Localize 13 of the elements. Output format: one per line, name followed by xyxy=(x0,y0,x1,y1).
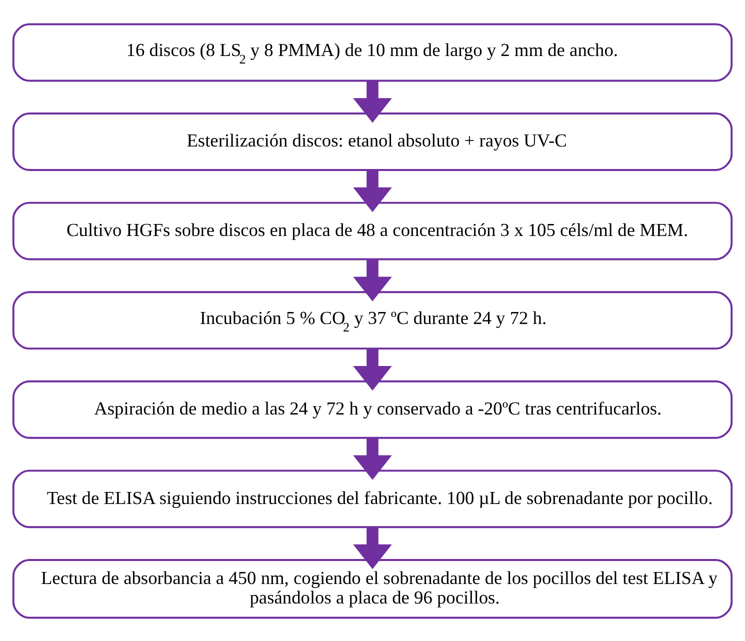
arrow xyxy=(353,437,392,480)
node-box: Incubación 5 % CO$_{2}$ y 37 ºC durante 24 y 72 h. xyxy=(12,290,733,350)
arrow xyxy=(353,80,392,122)
node-box: 16 discos (8 LS$_{2}$ y 8 PMMA) de 10 mm de largo y 2 mm de ancho. xyxy=(12,22,733,82)
arrow xyxy=(353,170,392,212)
node-box: Cultivo HGFs sobre discos en placa de 48 a concentración 3 x 105 céls/ml de MEM. xyxy=(12,201,733,260)
arrow xyxy=(353,526,392,569)
node-box: Test de ELISA siguiendo instrucciones del fabricante. 100 µL de sobrenadante por pocillo. xyxy=(12,469,733,528)
node-box: Esterilización discos: etanol absoluto + rayos UV-C xyxy=(12,112,733,170)
node-box: Lectura de absorbancia a 450 nm, cogiendo el sobrenadante de los pocillos del test ELISA y pasándolos a placa de 96 pocillos. xyxy=(12,558,733,618)
node-box: Aspiración de medio a las 24 y 72 h y conservado a -20ºC tras centrifucarlos. xyxy=(12,380,733,438)
arrow xyxy=(353,348,392,390)
arrow xyxy=(353,258,392,301)
